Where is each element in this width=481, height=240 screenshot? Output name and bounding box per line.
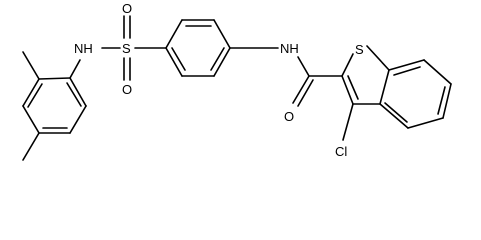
bond bbox=[210, 47, 225, 71]
bond bbox=[292, 75, 310, 104]
bond bbox=[69, 77, 87, 107]
structure-canvas: NH S O O NH O S Cl bbox=[22, 1, 452, 161]
sulfonyl-s-label: S bbox=[122, 41, 131, 56]
bond bbox=[379, 103, 409, 129]
bond bbox=[379, 69, 390, 105]
sulfonamide-nh-label: NH bbox=[74, 41, 93, 56]
bond bbox=[423, 59, 452, 85]
bond bbox=[38, 77, 71, 80]
bond bbox=[27, 83, 43, 108]
bond bbox=[66, 82, 82, 107]
bond bbox=[347, 75, 359, 100]
bond bbox=[342, 103, 354, 141]
bond bbox=[297, 79, 314, 107]
bond bbox=[22, 105, 40, 134]
atom-labels: NH S O O NH O S Cl bbox=[74, 1, 364, 159]
bond bbox=[393, 66, 421, 76]
bond bbox=[437, 86, 446, 115]
bond bbox=[388, 59, 425, 71]
bond bbox=[69, 105, 87, 134]
molecule-structure: NH S O O NH O S Cl bbox=[22, 1, 452, 161]
bond bbox=[341, 53, 354, 77]
bond bbox=[297, 56, 310, 77]
bond bbox=[384, 102, 408, 123]
bond bbox=[69, 59, 81, 79]
bond bbox=[22, 132, 40, 161]
bond bbox=[22, 51, 40, 80]
bond bbox=[407, 117, 444, 129]
carbonyl-o-label: O bbox=[284, 109, 294, 124]
bond bbox=[341, 75, 354, 105]
bond bbox=[213, 47, 231, 77]
bond bbox=[442, 83, 452, 119]
bond-lines bbox=[22, 15, 452, 161]
bond bbox=[22, 78, 40, 107]
bond bbox=[213, 19, 231, 49]
bond bbox=[366, 45, 390, 71]
chlorine-label: Cl bbox=[335, 144, 347, 159]
bond bbox=[171, 47, 186, 71]
amide-nh-label: NH bbox=[280, 41, 299, 56]
thiophene-s-label: S bbox=[355, 42, 364, 57]
bond bbox=[165, 19, 183, 49]
sulfonyl-o-bottom-label: O bbox=[122, 82, 132, 97]
bond bbox=[165, 47, 183, 77]
sulfonyl-o-top-label: O bbox=[122, 1, 132, 16]
